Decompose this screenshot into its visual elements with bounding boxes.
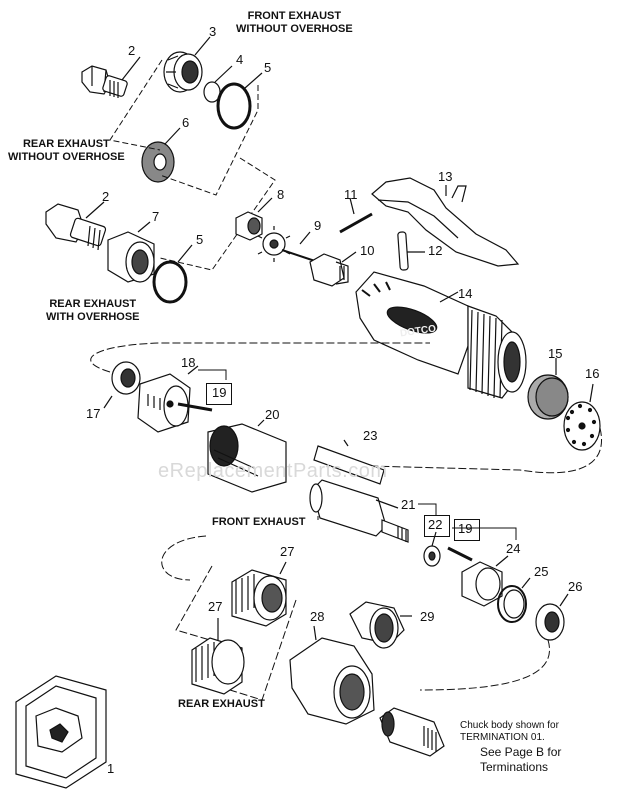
- callout-23: 23: [363, 428, 378, 443]
- callout-3: 3: [209, 24, 217, 39]
- part-26-bearing: [535, 603, 565, 641]
- part-10-valve-body: [309, 253, 349, 287]
- upper-left-dash-lines: [109, 59, 276, 271]
- part-14-motor-housing: [355, 271, 527, 399]
- part-2-fitting-lower: [45, 203, 107, 251]
- part-5-ring-lower: [152, 260, 188, 304]
- part-27-exhaust-deflector-front: [231, 569, 287, 627]
- part-21-rotor: [309, 479, 409, 543]
- label-rear-exhaust-with-overhose: REAR EXHAUST WITH OVERHOSE: [46, 298, 140, 323]
- callout-19-lower: 19: [458, 521, 473, 536]
- part-23-rotor-blade: [313, 445, 385, 485]
- part-28-exhaust-sleeve: [289, 637, 375, 725]
- callout-19-upper: 19: [212, 385, 227, 400]
- part-5-ring-top: [216, 82, 252, 130]
- callout-1: 1: [107, 761, 115, 776]
- chuck-body: [379, 707, 445, 757]
- part-11-pin: [339, 212, 373, 234]
- callout-4: 4: [236, 52, 244, 67]
- callout-16: 16: [585, 366, 600, 381]
- label-rear-exhaust: REAR EXHAUST: [178, 698, 265, 710]
- label-rear-exhaust-without-overhose: REAR EXHAUST WITHOUT OVERHOSE: [8, 138, 125, 163]
- callout-9: 9: [314, 218, 322, 233]
- callout-17: 17: [86, 406, 101, 421]
- part-20-cylinder: [207, 423, 287, 493]
- callout-20: 20: [265, 407, 280, 422]
- note-see-page: See Page B for Terminations: [480, 745, 562, 774]
- callout-21: 21: [401, 497, 416, 512]
- part-19-pin-lower: [447, 546, 473, 562]
- middle-dash-loop: [90, 342, 602, 474]
- callout-13: 13: [438, 169, 453, 184]
- part-7-muffler: [107, 231, 155, 283]
- callout-8: 8: [277, 187, 285, 202]
- note-chuck-body: Chuck body shown for TERMINATION 01.: [460, 720, 559, 743]
- part-2-fitting-top: [81, 65, 128, 98]
- callout-27-rear: 27: [208, 599, 223, 614]
- part-27-group-dash: [175, 565, 297, 701]
- part-24-end-plate: [461, 561, 503, 607]
- callout-22-box: [424, 515, 450, 537]
- callout-25: 25: [534, 564, 549, 579]
- part-22-bearing: [423, 545, 441, 567]
- part-19-pin: [177, 402, 213, 412]
- part-6-washer: [141, 141, 175, 183]
- callout-22: 22: [428, 517, 443, 532]
- label-front-exhaust-without-overhose: FRONT EXHAUST WITHOUT OVERHOSE: [236, 10, 353, 35]
- callout-19-lower-box: [454, 519, 480, 541]
- part-29-coupling-nut: [349, 601, 405, 649]
- part-25-o-ring: [497, 585, 527, 623]
- callout-5-top: 5: [264, 60, 272, 75]
- part-16-end-plate: [563, 401, 601, 451]
- callout-28: 28: [310, 609, 325, 624]
- part-8-valve: [235, 211, 263, 241]
- label-front-exhaust: FRONT EXHAUST: [212, 516, 306, 528]
- callout-2-top: 2: [128, 43, 136, 58]
- callout-14: 14: [458, 286, 473, 301]
- callout-12: 12: [428, 243, 443, 258]
- callout-29: 29: [420, 609, 435, 624]
- part-9-rotor-gear: [257, 226, 319, 263]
- callout-19-upper-box: [206, 383, 232, 405]
- part-1-protective-case: [15, 675, 107, 789]
- callout-7: 7: [152, 209, 160, 224]
- part-13-throttle-lever: [371, 177, 520, 267]
- callout-11: 11: [344, 187, 358, 202]
- callout-27-front: 27: [280, 544, 295, 559]
- callout-24: 24: [506, 541, 521, 556]
- callout-10: 10: [360, 243, 375, 258]
- part-3-exhaust-ring: [163, 51, 203, 93]
- callout-15: 15: [548, 346, 563, 361]
- callout-26: 26: [568, 579, 583, 594]
- callout-5-lower: 5: [196, 232, 204, 247]
- callout-2-lower: 2: [102, 189, 110, 204]
- callout-18: 18: [181, 355, 196, 370]
- part-27-exhaust-deflector-rear: [191, 637, 245, 695]
- part-18-end-plate: [137, 373, 191, 433]
- lower-dash-loop: [161, 516, 550, 691]
- callout-6: 6: [182, 115, 190, 130]
- part-17-bearing: [111, 361, 141, 395]
- watermark: eReplacementParts.com: [158, 460, 388, 482]
- part-15-plug: [527, 374, 569, 420]
- part-12-pin: [397, 231, 409, 271]
